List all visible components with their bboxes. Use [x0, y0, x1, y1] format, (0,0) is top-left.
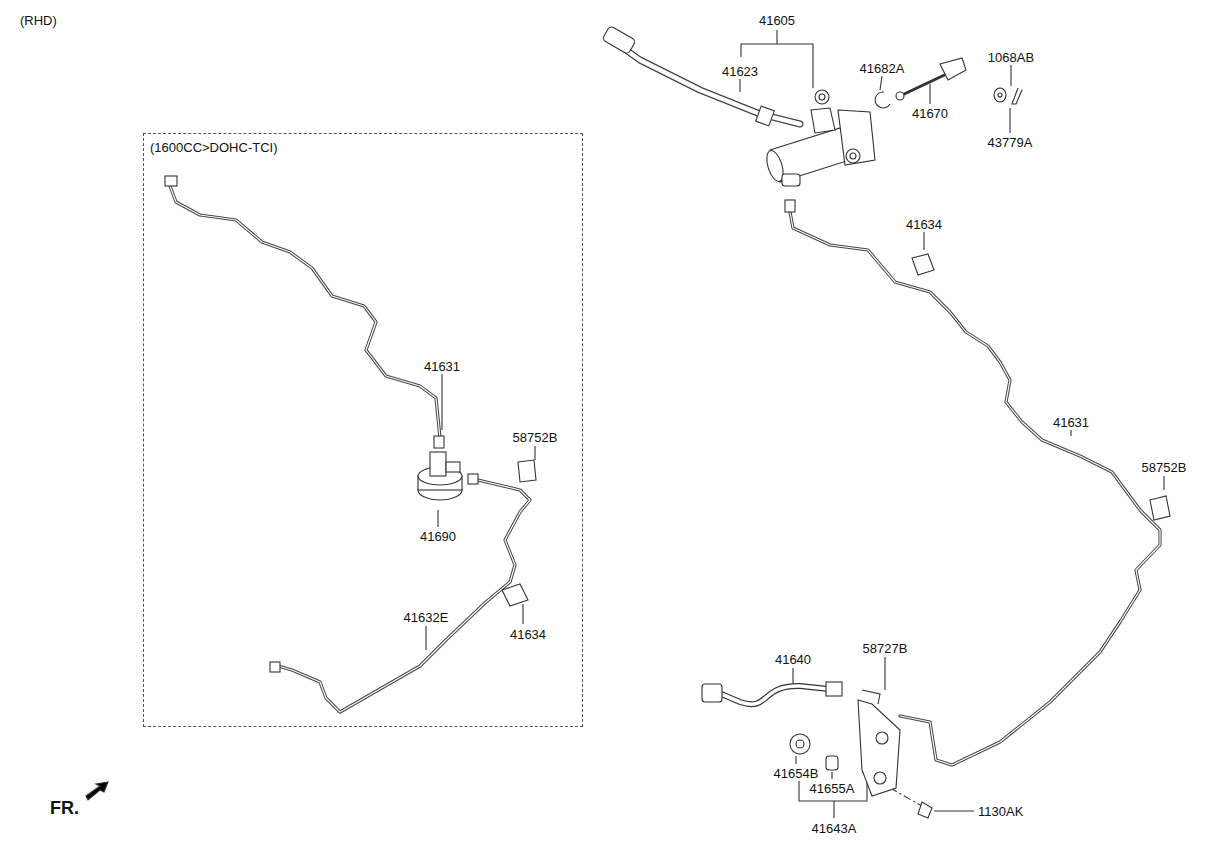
- callout-number: 41632E: [404, 610, 449, 625]
- callout-number: 1068AB: [988, 50, 1034, 65]
- callout-number: 41634: [906, 217, 942, 232]
- callout-number: 41605: [759, 13, 795, 28]
- callout-number: 41634: [510, 627, 546, 642]
- callout-number: 41631: [424, 359, 460, 374]
- callout-number: 41643A: [812, 821, 857, 836]
- callout-number: 58727B: [863, 641, 908, 656]
- callout-number: 41623: [722, 64, 758, 79]
- callout-number: 41654B: [774, 766, 819, 781]
- variant-heading: (1600CC>DOHC-TCI): [150, 140, 278, 155]
- callout-number: 58752B: [513, 430, 558, 445]
- callout-number: 43779A: [988, 135, 1033, 150]
- callout-number: 41631: [1053, 415, 1089, 430]
- callout-number: 1130AK: [978, 804, 1023, 819]
- callout-number: 41655A: [810, 781, 855, 796]
- callout-number: 41640: [775, 652, 811, 667]
- callout-number: 41682A: [860, 61, 905, 76]
- callout-number: 41690: [420, 529, 456, 544]
- callout-number: 58752B: [1142, 460, 1187, 475]
- note-text: (RHD): [20, 13, 57, 28]
- callout-number: 41670: [912, 106, 948, 121]
- note-text: FR.: [50, 798, 79, 818]
